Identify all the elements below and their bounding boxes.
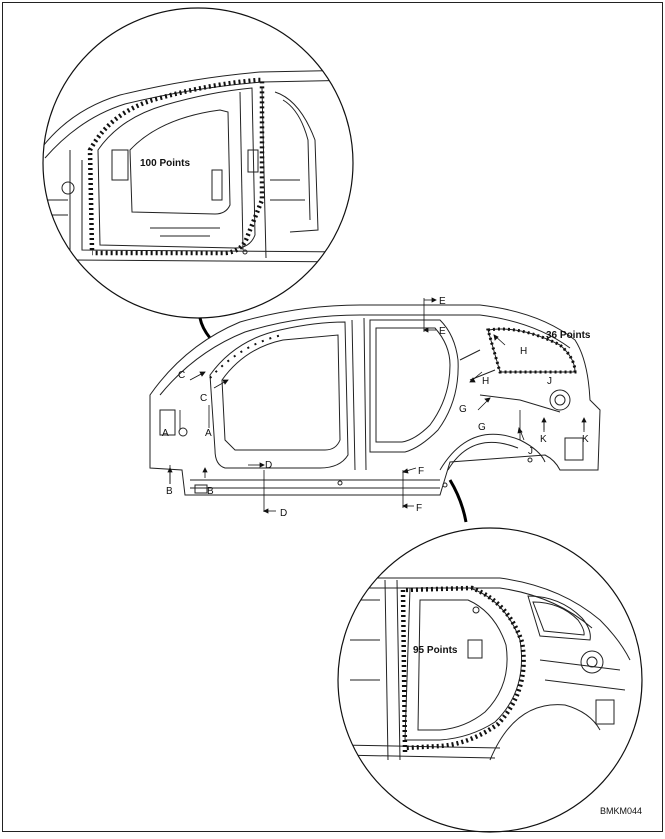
points-label-36: 36 Points bbox=[546, 330, 591, 341]
label-e-bottom: E bbox=[439, 326, 446, 337]
label-j-lower: J bbox=[528, 446, 533, 457]
label-h-lower: H bbox=[482, 376, 489, 387]
label-a-left: A bbox=[162, 428, 169, 439]
label-k-left: K bbox=[540, 434, 547, 445]
label-b-left: B bbox=[166, 486, 173, 497]
section-labels: A A B B C C D D E E F F G G H H J J K K … bbox=[162, 296, 591, 519]
label-c-right: C bbox=[200, 393, 207, 404]
label-c-left: C bbox=[178, 370, 185, 381]
label-j-upper: J bbox=[547, 376, 552, 387]
detail-circle-front-door-opening: 100 Points bbox=[42, 7, 354, 319]
label-d-top: D bbox=[265, 460, 272, 471]
detail-circle-rear-door-opening: 95 Points bbox=[337, 527, 643, 833]
detail-circle-outline-bottom bbox=[337, 527, 643, 833]
label-b-right: B bbox=[207, 486, 214, 497]
label-d-bottom: D bbox=[280, 508, 287, 519]
label-e-top: E bbox=[439, 296, 446, 307]
label-a-right: A bbox=[205, 428, 212, 439]
label-k-right: K bbox=[582, 434, 589, 445]
main-body-side bbox=[149, 304, 601, 496]
spot-weld-chain-top bbox=[87, 77, 265, 256]
leader-line-bottom bbox=[448, 479, 468, 523]
label-f-bottom: F bbox=[416, 503, 422, 514]
leader-line-top bbox=[198, 317, 212, 339]
detail-circle-outline-top bbox=[42, 7, 354, 319]
label-g-upper: G bbox=[459, 404, 467, 415]
label-f-top: F bbox=[418, 466, 424, 477]
label-g-lower: G bbox=[478, 422, 486, 433]
section-arrows bbox=[167, 297, 587, 514]
figure-code: BMKM044 bbox=[600, 806, 642, 816]
points-label-100: 100 Points bbox=[140, 158, 190, 169]
spot-weld-chain-bottom bbox=[400, 585, 526, 753]
points-label-95: 95 Points bbox=[413, 645, 458, 656]
label-h-upper: H bbox=[520, 346, 527, 357]
